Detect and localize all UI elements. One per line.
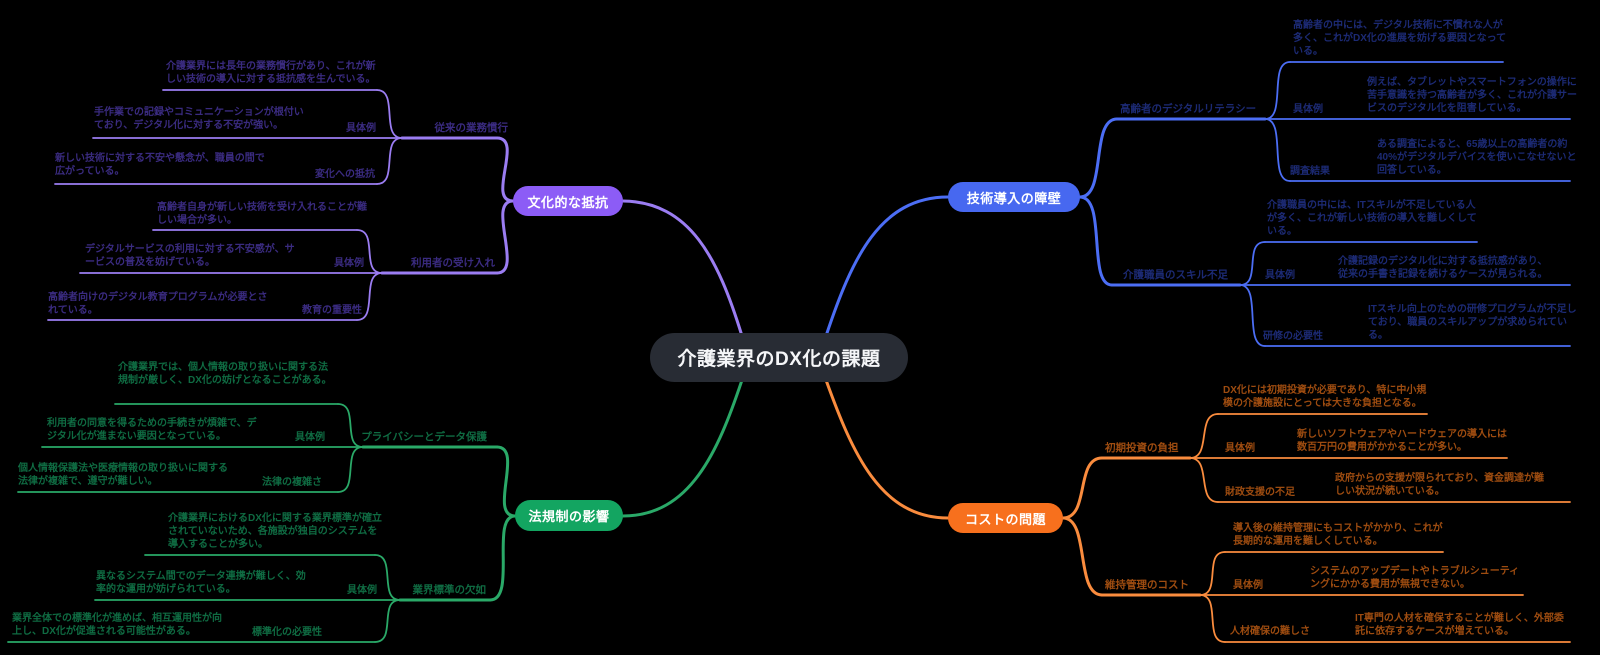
leaf-regulation-privacy-complexity: 個人情報保護法や医療情報の取り扱いに関する法律が複雑で、遵守が難しい。 xyxy=(18,463,228,487)
tag-culture-acceptance-example: 具体例 xyxy=(334,258,364,269)
leaf-culture-acceptance-education: 高齢者向けのデジタル教育プログラムが必要とされている。 xyxy=(48,292,268,316)
subnode-traditional-practices[interactable]: 従来の業務慣行 xyxy=(434,122,509,134)
tag-regulation-standards-need: 標準化の必要性 xyxy=(252,627,322,638)
cost-branch-lines xyxy=(1061,413,1571,643)
leaf-cost-investment-example: 新しいソフトウェアやハードウェアの導入には数百万円の費用がかかることが多い。 xyxy=(1297,429,1507,453)
leaf-regulation-privacy-overview: 介護業界では、個人情報の取り扱いに関する法規制が厳しく、DX化の妨げとなることが… xyxy=(118,362,332,386)
culture-branch-lines xyxy=(47,89,515,321)
leaf-tech-skill-example: 介護記録のデジタル化に対する抵抗感があり、従来の手書き記録を続けるケースが見られ… xyxy=(1338,256,1548,280)
tag-tech-literacy-survey: 調査結果 xyxy=(1290,166,1330,177)
regulation-branch-lines xyxy=(7,403,517,643)
tag-culture-practices-resistance: 変化への抵抗 xyxy=(315,169,375,180)
tag-tech-skill-example: 具体例 xyxy=(1265,270,1295,281)
center-links xyxy=(621,195,950,520)
subnode-staff-skill-shortage[interactable]: 介護職員のスキル不足 xyxy=(1123,269,1228,281)
leaf-regulation-standards-example: 異なるシステム間でのデータ連携が難しく、効率的な運用が妨げられている。 xyxy=(96,571,306,595)
tag-cost-investment-example: 具体例 xyxy=(1225,443,1255,454)
branch-node-culture[interactable]: 文化的な抵抗 xyxy=(513,186,623,216)
subnode-privacy-data-protection[interactable]: プライバシーとデータ保護 xyxy=(361,431,487,443)
tag-cost-investment-funding: 財政支援の不足 xyxy=(1225,487,1295,498)
leaf-cost-maintenance-overview: 導入後の維持管理にもコストがかかり、これが長期的な運用を難しくしている。 xyxy=(1233,523,1443,547)
leaf-culture-acceptance-example: デジタルサービスの利用に対する不安感が、サービスの普及を妨げている。 xyxy=(85,244,295,268)
leaf-cost-investment-overview: DX化には初期投資が必要であり、特に中小規模の介護施設にとっては大きな負担となる… xyxy=(1223,385,1427,409)
subnode-user-acceptance[interactable]: 利用者の受け入れ xyxy=(411,257,495,269)
center-node[interactable]: 介護業界のDX化の課題 xyxy=(650,333,908,382)
leaf-tech-skill-overview: 介護職員の中には、ITスキルが不足している人が多く、これが新しい技術の導入を難し… xyxy=(1267,200,1477,237)
leaf-tech-literacy-example: 例えば、タブレットやスマートフォンの操作に苦手意識を持つ高齢者が多く、これが介護… xyxy=(1367,77,1577,114)
branch-node-cost[interactable]: コストの問題 xyxy=(948,503,1063,533)
leaf-cost-maintenance-example: システムのアップデートやトラブルシューティングにかかる費用が無視できない。 xyxy=(1310,566,1520,590)
leaf-cost-investment-funding: 政府からの支援が限られており、資金調達が難しい状況が続いている。 xyxy=(1335,473,1544,497)
branch-node-technology[interactable]: 技術導入の障壁 xyxy=(948,182,1080,212)
leaf-culture-acceptance-overview: 高齢者自身が新しい技術を受け入れることが難しい場合が多い。 xyxy=(157,202,367,226)
tag-regulation-standards-example: 具体例 xyxy=(347,585,377,596)
tag-cost-maintenance-example: 具体例 xyxy=(1233,580,1263,591)
tag-regulation-privacy-complexity: 法律の複雑さ xyxy=(262,477,322,488)
subnode-lack-of-industry-standards[interactable]: 業界標準の欠如 xyxy=(412,584,487,596)
leaf-regulation-privacy-example: 利用者の同意を得るための手続きが煩雑で、デジタル化が進まない要因となっている。 xyxy=(47,418,257,442)
branch-node-regulation[interactable]: 法規制の影響 xyxy=(515,500,623,531)
leaf-cost-maintenance-talent: IT専門の人材を確保することが難しく、外部委託に依存するケースが増えている。 xyxy=(1355,613,1564,637)
leaf-culture-practices-example: 手作業での記録やコミュニケーションが根付いており、デジタル化に対する不安が強い。 xyxy=(94,107,304,131)
leaf-culture-practices-resistance: 新しい技術に対する不安や懸念が、職員の間で広がっている。 xyxy=(55,153,265,177)
tag-culture-practices-example: 具体例 xyxy=(346,123,376,134)
tag-cost-maintenance-talent: 人材確保の難しさ xyxy=(1230,626,1310,637)
leaf-tech-literacy-survey: ある調査によると、65歳以上の高齢者の約40%がデジタルデバイスを使いこなせない… xyxy=(1377,139,1577,176)
leaf-regulation-standards-overview: 介護業界におけるDX化に関する業界標準が確立されていないため、各施設が独自のシス… xyxy=(168,513,382,550)
leaf-tech-skill-training: ITスキル向上のための研修プログラムが不足しており、職員のスキルアップが求められ… xyxy=(1368,304,1577,341)
tag-tech-literacy-example: 具体例 xyxy=(1293,104,1323,115)
tag-tech-skill-training: 研修の必要性 xyxy=(1263,331,1323,342)
subnode-elderly-digital-literacy[interactable]: 高齢者のデジタルリテラシー xyxy=(1120,103,1257,115)
technology-branch-lines xyxy=(1078,61,1571,347)
leaf-regulation-standards-need: 業界全体での標準化が進めば、相互運用性が向上し、DX化が促進される可能性がある。 xyxy=(12,613,222,637)
leaf-culture-practices-overview: 介護業界には長年の業務慣行があり、これが新しい技術の導入に対する抵抗感を生んでい… xyxy=(166,61,376,85)
subnode-initial-investment[interactable]: 初期投資の負担 xyxy=(1105,442,1179,454)
tag-culture-acceptance-education: 教育の重要性 xyxy=(302,305,362,316)
subnode-maintenance-cost[interactable]: 維持管理のコスト xyxy=(1105,579,1189,591)
leaf-tech-literacy-overview: 高齢者の中には、デジタル技術に不慣れな人が多く、これがDX化の進展を妨げる要因と… xyxy=(1293,20,1507,57)
tag-regulation-privacy-example: 具体例 xyxy=(295,432,325,443)
